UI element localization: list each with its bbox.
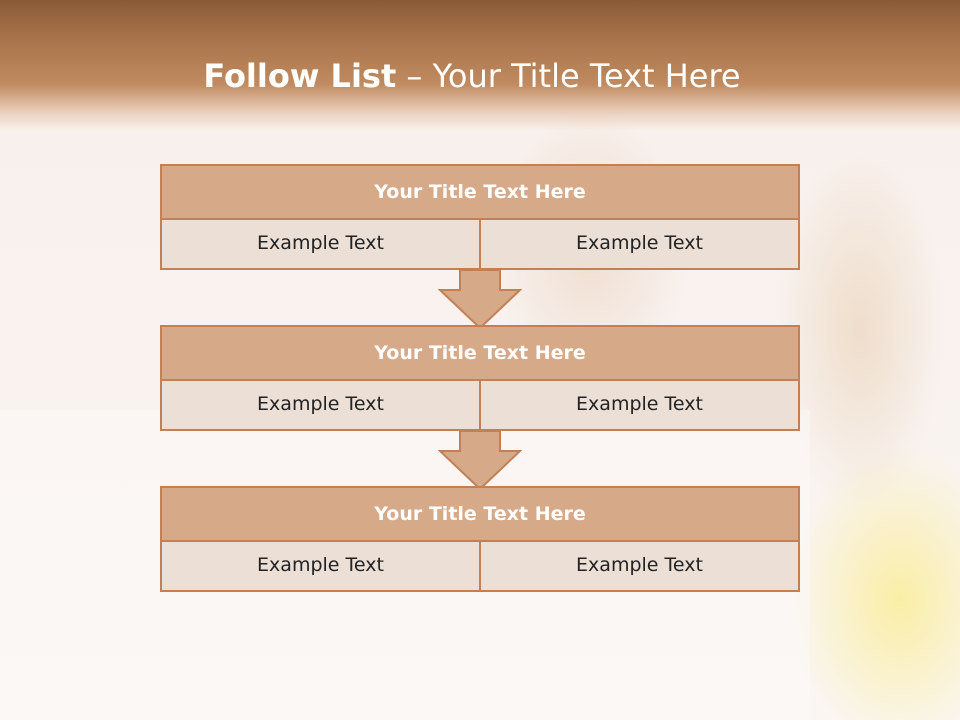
step-1-right-text: Example Text <box>479 220 798 268</box>
step-3-left-text: Example Text <box>257 554 384 576</box>
header-band <box>0 0 960 130</box>
slide-title: Follow List – Your Title Text Here <box>0 50 944 102</box>
down-arrow-icon <box>438 431 522 491</box>
step-block-3: Your Title Text Here Example Text Exampl… <box>160 486 800 592</box>
step-block-1: Your Title Text Here Example Text Exampl… <box>160 164 800 270</box>
step-2-right-text: Example Text <box>479 381 798 429</box>
step-2-left-text: Example Text <box>257 393 384 415</box>
title-rest: – Your Title Text Here <box>396 57 741 95</box>
step-title-3: Your Title Text Here <box>160 486 800 542</box>
step-block-2: Your Title Text Here Example Text Exampl… <box>160 325 800 431</box>
step-3-right-text: Example Text <box>479 542 798 590</box>
step-title-2: Your Title Text Here <box>160 325 800 381</box>
step-1-left-text: Example Text <box>257 232 384 254</box>
step-title-1: Your Title Text Here <box>160 164 800 220</box>
title-bold: Follow List <box>203 57 397 95</box>
step-row-2: Example Text Example Text <box>160 381 800 431</box>
step-row-1: Example Text Example Text <box>160 220 800 270</box>
down-arrow-icon <box>438 270 522 330</box>
step-row-3: Example Text Example Text <box>160 542 800 592</box>
